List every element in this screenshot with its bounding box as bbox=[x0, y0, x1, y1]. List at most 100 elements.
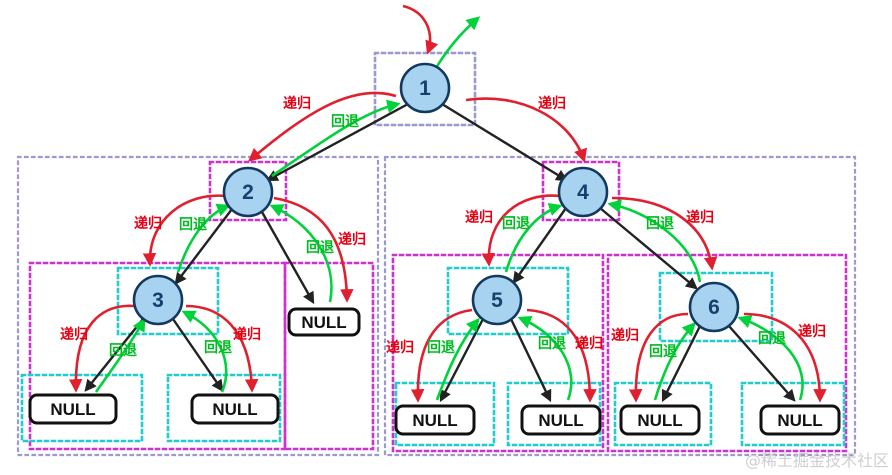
null-node[interactable]: NULL bbox=[190, 393, 280, 425]
edge-2-3 bbox=[174, 208, 233, 285]
tree-node-label: 2 bbox=[242, 181, 254, 204]
recursion-arrow-1-2 bbox=[247, 91, 397, 162]
watermark: @稀土掘金技术社区 bbox=[745, 451, 889, 470]
recursion-arrow-2-null bbox=[273, 196, 354, 303]
tree-node-4[interactable]: 4 bbox=[557, 166, 609, 218]
recursion-arrow-6-nullR bbox=[743, 312, 827, 403]
recursion-label: 递归 bbox=[386, 339, 414, 356]
group-box-inner bbox=[613, 381, 713, 447]
arrow-annotations: 递归回退递归递归回退回退递归递归回退回退递归递归回退回退递归递归回退回退递归递归… bbox=[60, 95, 826, 360]
recursion-arrow-3-nullL bbox=[68, 304, 135, 393]
recursion-label: 递归 bbox=[686, 209, 714, 226]
recursion-label: 递归 bbox=[611, 327, 639, 344]
backtrack-label: 回退 bbox=[758, 331, 786, 347]
group-box-inner-root bbox=[373, 51, 477, 127]
tree-node-label: 4 bbox=[577, 181, 589, 204]
backtrack-arrow-nullL-6 bbox=[653, 321, 696, 401]
group-box-inner bbox=[116, 266, 220, 336]
backtrack-label: 回退 bbox=[331, 114, 359, 130]
recursion-label: 递归 bbox=[538, 95, 566, 112]
tree-node-3[interactable]: 3 bbox=[132, 274, 184, 326]
edge-3-nullR bbox=[172, 318, 224, 392]
tree-node-label: 3 bbox=[152, 289, 164, 312]
edge-6-nullL bbox=[661, 325, 702, 403]
null-node-label: NULL bbox=[212, 400, 257, 419]
null-node-box bbox=[394, 404, 476, 436]
edge-4-6 bbox=[599, 207, 698, 290]
backtrack-label: 回退 bbox=[538, 336, 566, 352]
null-node-box bbox=[520, 404, 602, 436]
tree-node-circle bbox=[688, 281, 740, 333]
recursion-arrow-5-nullL bbox=[410, 308, 473, 403]
edge-1-4 bbox=[441, 102, 569, 182]
null-node-label: NULL bbox=[301, 313, 346, 332]
null-node[interactable]: NULL bbox=[28, 393, 118, 425]
backtrack-label: 回退 bbox=[646, 216, 674, 232]
tree-node-label: 1 bbox=[419, 77, 431, 100]
null-node-label: NULL bbox=[538, 411, 583, 430]
null-node-label: NULL bbox=[777, 411, 822, 430]
null-node-box bbox=[28, 393, 118, 425]
null-node[interactable]: NULL bbox=[520, 404, 602, 436]
group-box-inner bbox=[166, 373, 282, 443]
backtrack-label: 回退 bbox=[649, 344, 677, 360]
tree-node-label: 6 bbox=[708, 296, 720, 319]
null-node[interactable]: NULL bbox=[394, 404, 476, 436]
backtrack-arrows bbox=[94, 16, 804, 401]
recursion-label: 递归 bbox=[575, 335, 603, 352]
recursion-label: 递归 bbox=[798, 323, 826, 340]
tree-node-6[interactable]: 6 bbox=[688, 281, 740, 333]
recursion-arrow-6-nullL bbox=[628, 312, 689, 403]
tree-node-circle bbox=[471, 274, 523, 326]
recursion-label: 递归 bbox=[233, 326, 261, 343]
backtrack-arrow-5-4 bbox=[504, 203, 563, 273]
group-box-outer bbox=[383, 155, 857, 457]
edge-1-2 bbox=[265, 102, 409, 182]
tree-node-1[interactable]: 1 bbox=[399, 62, 451, 114]
group-box-inner bbox=[658, 271, 774, 343]
backtrack-arrow-nullL-5 bbox=[435, 317, 480, 401]
backtrack-label: 回退 bbox=[502, 216, 530, 232]
null-node-box bbox=[190, 393, 280, 425]
null-nodes: NULL NULL NULL NULL NULL NULL NULL bbox=[28, 307, 841, 436]
tree-node-circle bbox=[222, 166, 274, 218]
grouping-boxes bbox=[16, 51, 857, 457]
tree-node-5[interactable]: 5 bbox=[471, 274, 523, 326]
null-node[interactable]: NULL bbox=[287, 307, 361, 337]
null-node-box bbox=[619, 404, 701, 436]
recursion-label: 递归 bbox=[283, 95, 311, 112]
null-node-box bbox=[759, 404, 841, 436]
recursion-arrow-3-nullR bbox=[185, 304, 259, 393]
backtrack-arrow-2-1 bbox=[271, 99, 401, 178]
backtrack-arrow-nullR-3 bbox=[181, 310, 228, 393]
group-box-middle bbox=[606, 253, 848, 453]
recursion-arrow-into-root bbox=[402, 4, 439, 55]
tree-node-2[interactable]: 2 bbox=[222, 166, 274, 218]
backtrack-arrow-6-4 bbox=[607, 199, 702, 283]
group-box-middle bbox=[283, 261, 375, 451]
backtrack-label: 回退 bbox=[204, 340, 232, 356]
backtrack-arrow-nullR-5 bbox=[517, 315, 573, 401]
tree-nodes: 1 2 4 3 5 6 bbox=[132, 62, 740, 333]
tree-node-circle bbox=[557, 166, 609, 218]
edge-6-nullR bbox=[728, 325, 796, 402]
recursion-arrow-1-4 bbox=[465, 97, 587, 163]
group-box-inner bbox=[20, 373, 144, 443]
tree-node-label: 5 bbox=[491, 289, 503, 312]
null-node-label: NULL bbox=[50, 400, 95, 419]
backtrack-arrow-out-root bbox=[434, 16, 481, 69]
recursion-arrow-2-3 bbox=[142, 194, 227, 267]
null-node-label: NULL bbox=[637, 411, 682, 430]
backtrack-arrow-nullL-3 bbox=[94, 317, 146, 393]
backtrack-label: 回退 bbox=[306, 240, 334, 256]
edge-4-5 bbox=[512, 207, 567, 284]
backtrack-label: 回退 bbox=[109, 343, 137, 359]
backtrack-arrow-null-2 bbox=[269, 204, 333, 303]
recursion-arrow-4-5 bbox=[481, 194, 561, 267]
null-node[interactable]: NULL bbox=[619, 404, 701, 436]
group-box-middle bbox=[28, 261, 287, 451]
null-node[interactable]: NULL bbox=[759, 404, 841, 436]
group-box-middle bbox=[391, 253, 605, 453]
